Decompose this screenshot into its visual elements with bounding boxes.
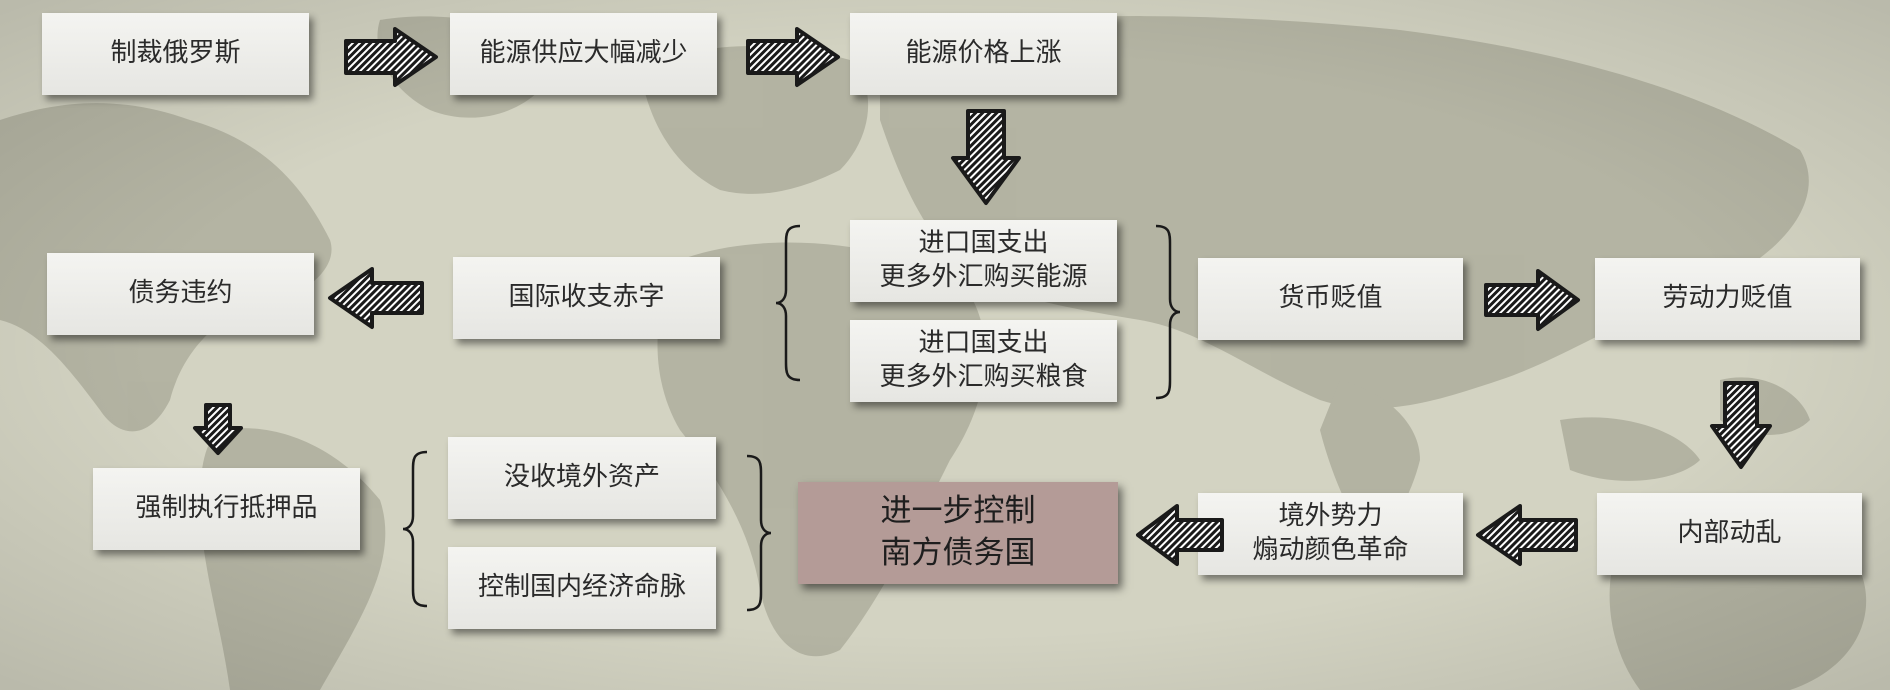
- node-deficit: 国际收支赤字: [453, 257, 720, 339]
- node-import-food-line2: 更多外汇购买粮食: [879, 362, 1088, 392]
- arrow-deficit-to-default-icon: [328, 267, 424, 329]
- node-default-label: 债务违约: [128, 278, 233, 309]
- node-labor: 劳动力贬值: [1595, 258, 1860, 340]
- node-confiscate-label: 没收境外资产: [503, 462, 660, 493]
- arrow-supply-to-price-icon: [746, 27, 840, 87]
- node-lifeline: 控制国内经济命脉: [448, 547, 716, 629]
- node-confiscate: 没收境外资产: [448, 437, 716, 519]
- node-deficit-label: 国际收支赤字: [508, 282, 665, 313]
- node-import-energy-line2: 更多外汇购买能源: [879, 262, 1088, 292]
- node-energy-supply-label: 能源供应大幅减少: [479, 38, 688, 69]
- node-import-energy: 进口国支出 更多外汇购买能源: [850, 220, 1117, 302]
- node-foreign-line1: 境外势力: [1278, 501, 1383, 532]
- arrow-unrest-to-foreign-icon: [1476, 504, 1578, 566]
- brace-right-import-icon: [1155, 224, 1181, 400]
- arrow-default-down-icon: [193, 403, 243, 455]
- node-sanction: 制裁俄罗斯: [42, 13, 309, 95]
- node-unrest: 内部动乱: [1597, 493, 1862, 575]
- node-sanction-label: 制裁俄罗斯: [110, 38, 241, 69]
- node-foreign-line2: 煽动颜色革命: [1252, 535, 1409, 565]
- brace-left-import-icon: [775, 224, 801, 382]
- node-collateral: 强制执行抵押品: [93, 468, 360, 550]
- node-import-energy-line1: 进口国支出: [918, 228, 1049, 259]
- node-control-line2: 南方债务国: [880, 535, 1036, 571]
- arrow-labor-down-icon: [1710, 381, 1772, 469]
- node-foreign: 境外势力 煽动颜色革命: [1198, 493, 1463, 575]
- node-default: 债务违约: [47, 253, 314, 335]
- node-unrest-label: 内部动乱: [1677, 518, 1782, 549]
- arrow-foreign-to-control-icon: [1136, 504, 1224, 566]
- node-lifeline-label: 控制国内经济命脉: [477, 572, 686, 603]
- node-import-food: 进口国支出 更多外汇购买粮食: [850, 320, 1117, 402]
- node-control: 进一步控制 南方债务国: [798, 482, 1118, 584]
- node-collateral-label: 强制执行抵押品: [135, 493, 318, 524]
- node-energy-supply: 能源供应大幅减少: [450, 13, 717, 95]
- arrow-price-down-icon: [951, 109, 1021, 205]
- node-import-food-line1: 进口国支出: [918, 328, 1049, 359]
- node-energy-price: 能源价格上涨: [850, 13, 1117, 95]
- node-currency-label: 货币贬值: [1278, 283, 1383, 314]
- node-energy-price-label: 能源价格上涨: [905, 38, 1062, 69]
- brace-left-seize-icon: [402, 450, 428, 608]
- node-control-line1: 进一步控制: [880, 493, 1036, 530]
- node-labor-label: 劳动力贬值: [1662, 283, 1793, 314]
- node-currency: 货币贬值: [1198, 258, 1463, 340]
- arrow-currency-to-labor-icon: [1484, 269, 1580, 331]
- brace-right-seize-icon: [746, 454, 772, 612]
- arrow-sanction-to-supply-icon: [344, 27, 438, 87]
